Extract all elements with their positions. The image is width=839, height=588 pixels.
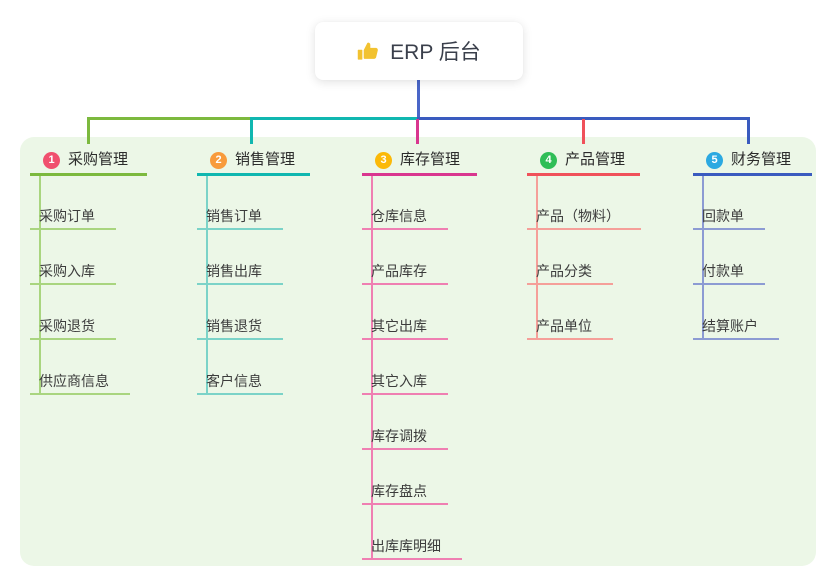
branch-finance-node[interactable]: 5 财务管理 xyxy=(693,150,812,176)
child-node-1-0[interactable]: 销售订单 xyxy=(197,208,283,230)
child-node-0-3[interactable]: 供应商信息 xyxy=(30,373,130,395)
branch-child-connector xyxy=(702,176,704,340)
connector-drop-purchase xyxy=(87,117,90,144)
child-node-3-1[interactable]: 产品分类 xyxy=(527,263,613,285)
branch-purchase-node[interactable]: 1 采购管理 xyxy=(30,150,147,176)
child-node-2-0[interactable]: 仓库信息 xyxy=(362,208,448,230)
child-node-2-1[interactable]: 产品库存 xyxy=(362,263,448,285)
branch-label: 销售管理 xyxy=(235,151,296,168)
branch-label: 采购管理 xyxy=(68,151,129,168)
branch-label: 产品管理 xyxy=(565,151,626,168)
child-node-1-2[interactable]: 销售退货 xyxy=(197,318,283,340)
child-node-3-2[interactable]: 产品单位 xyxy=(527,318,613,340)
child-node-4-1[interactable]: 付款单 xyxy=(693,263,765,285)
connector-bus-right xyxy=(417,117,750,120)
connector-bus-left xyxy=(87,117,252,120)
connector-drop-inventory xyxy=(416,119,419,144)
branch-label: 财务管理 xyxy=(731,151,792,168)
thumbs-up-icon xyxy=(357,40,380,63)
child-node-3-0[interactable]: 产品（物料） xyxy=(527,208,641,230)
child-node-2-5[interactable]: 库存盘点 xyxy=(362,483,448,505)
branch-product-node[interactable]: 4 产品管理 xyxy=(527,150,640,176)
branch-inventory-node[interactable]: 3 库存管理 xyxy=(362,150,477,176)
connector-drop-sales xyxy=(250,117,253,144)
branches-panel xyxy=(20,137,816,566)
branch-label: 库存管理 xyxy=(400,151,461,168)
branch-finance: 5 财务管理 回款单付款单结算账户 xyxy=(693,150,812,340)
connector-bus-middle xyxy=(250,117,419,120)
child-node-2-3[interactable]: 其它入库 xyxy=(362,373,448,395)
branch-inventory: 3 库存管理 仓库信息产品库存其它出库其它入库库存调拨库存盘点出库库明细 xyxy=(362,150,477,560)
root-label: ERP 后台 xyxy=(390,41,481,64)
child-node-4-2[interactable]: 结算账户 xyxy=(693,318,779,340)
branch-child-connector xyxy=(536,176,538,340)
child-node-0-2[interactable]: 采购退货 xyxy=(30,318,116,340)
branch-number-badge: 2 xyxy=(210,151,227,169)
child-node-0-1[interactable]: 采购入库 xyxy=(30,263,116,285)
connector-drop-finance xyxy=(747,117,750,144)
child-node-2-2[interactable]: 其它出库 xyxy=(362,318,448,340)
branch-child-connector xyxy=(206,176,208,395)
branch-sales: 2 销售管理 销售订单销售出库销售退货客户信息 xyxy=(197,150,310,395)
child-node-2-4[interactable]: 库存调拨 xyxy=(362,428,448,450)
child-node-1-1[interactable]: 销售出库 xyxy=(197,263,283,285)
child-node-1-3[interactable]: 客户信息 xyxy=(197,373,283,395)
branch-number-badge: 4 xyxy=(540,151,557,169)
child-node-0-0[interactable]: 采购订单 xyxy=(30,208,116,230)
branch-purchase: 1 采购管理 采购订单采购入库采购退货供应商信息 xyxy=(30,150,147,395)
root-node[interactable]: ERP 后台 xyxy=(315,22,523,80)
connector-root-vertical xyxy=(417,80,420,120)
branch-sales-node[interactable]: 2 销售管理 xyxy=(197,150,310,176)
child-node-2-6[interactable]: 出库库明细 xyxy=(362,538,462,560)
branch-number-badge: 5 xyxy=(706,151,723,169)
branch-number-badge: 1 xyxy=(43,151,60,169)
branch-child-connector xyxy=(371,176,373,560)
branch-number-badge: 3 xyxy=(375,151,392,169)
branch-product: 4 产品管理 产品（物料） 产品分类产品单位 xyxy=(527,150,641,340)
connector-drop-product xyxy=(582,119,585,144)
branch-child-connector xyxy=(39,176,41,395)
child-node-4-0[interactable]: 回款单 xyxy=(693,208,765,230)
